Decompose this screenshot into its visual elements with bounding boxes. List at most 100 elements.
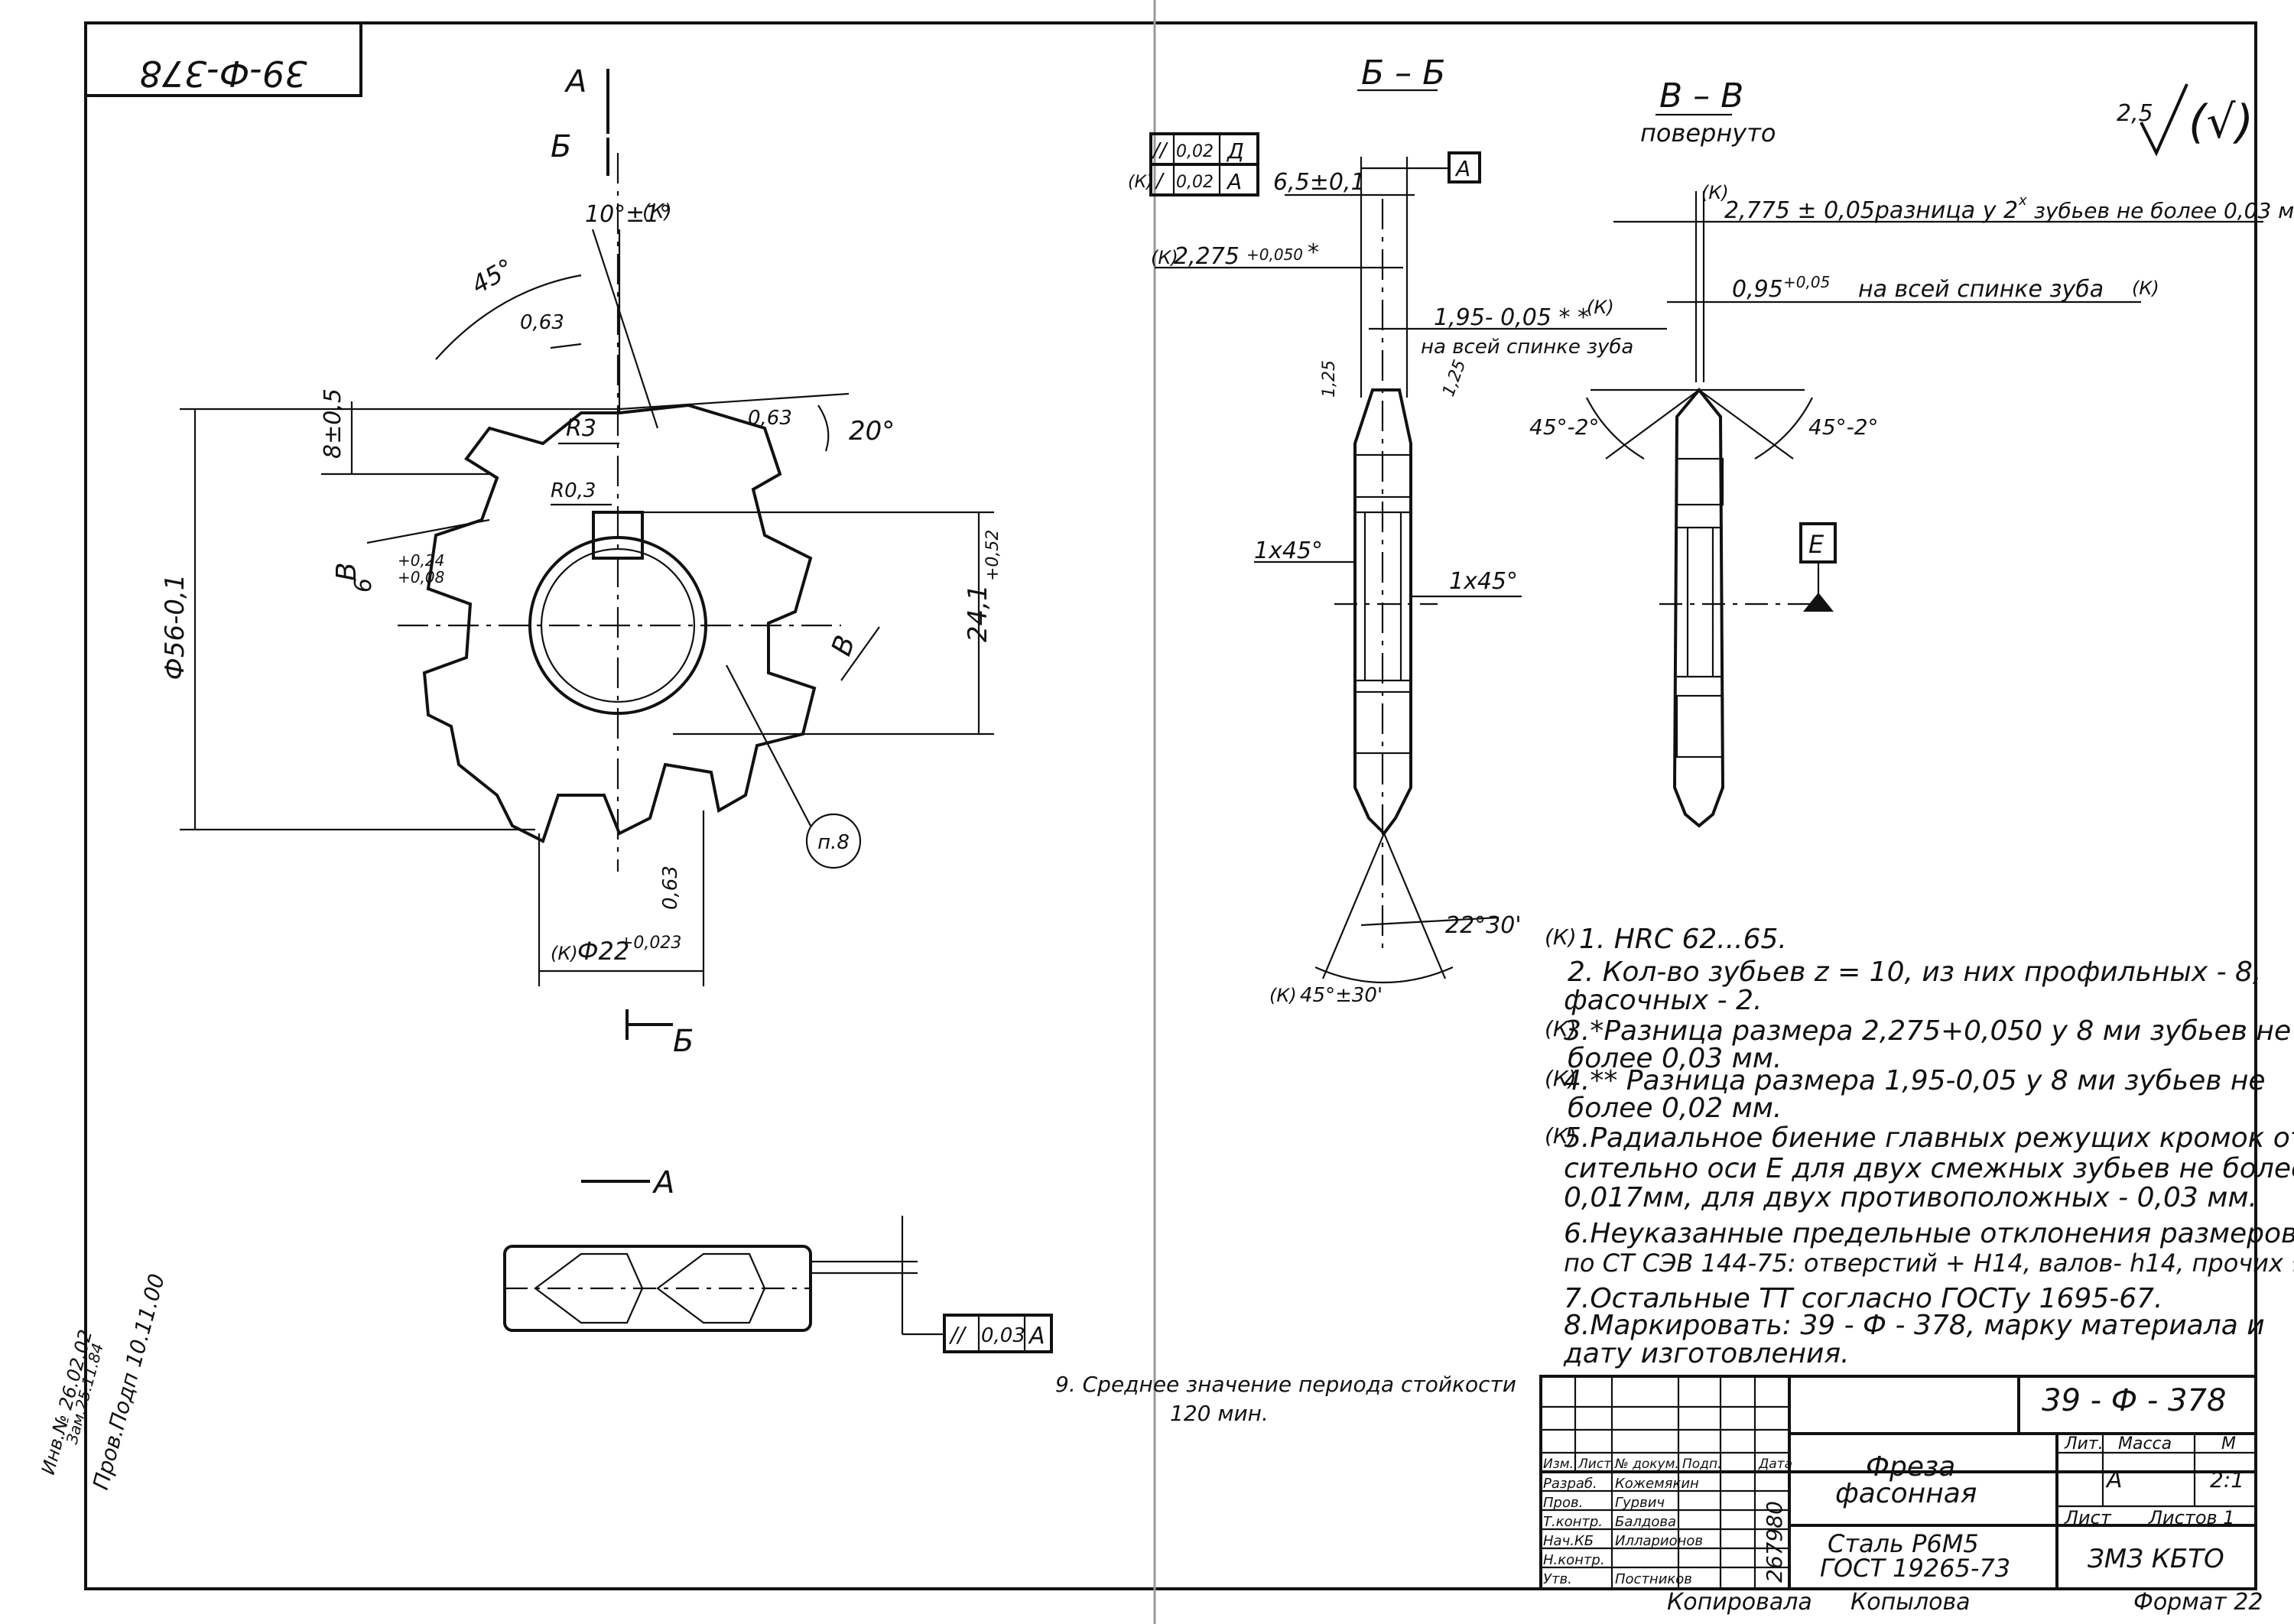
dim-6-5: 6,5±0,1 [1273, 169, 1366, 196]
dim-2775-sup: х [2018, 193, 2027, 209]
tb-role: Разраб. [1543, 1476, 1597, 1492]
note-line: 3.*Разница размера 2,275+0,050 у 8 ми зу… [1564, 1015, 2291, 1047]
note-ref-circle [805, 813, 862, 869]
tb-part-name-2: фасонная [1835, 1478, 1977, 1509]
section-bb-title: Б – Б [1361, 54, 1445, 93]
bore-circle-inner [540, 547, 696, 703]
title-block: Изм. Лист № докум. Подп. Дата Разраб. Ко… [1539, 1375, 2263, 1616]
angle-10: 10°±1° [585, 201, 671, 228]
dim-8: 8±0,5 [320, 388, 346, 459]
note-k: (К) [1545, 1016, 1577, 1041]
dim-24: 24,1 [963, 584, 993, 642]
radius-r3: R3 [566, 415, 596, 442]
dim-2275-star: * [1308, 239, 1319, 266]
note-line: 0,017мм, для двух противоположных - 0,03… [1564, 1182, 2257, 1213]
note-line: 7.Остальные ТТ согласно ГОСТу 1695-67. [1564, 1283, 2162, 1314]
dim-2775-tail: зубьев не более 0,03 мм [2034, 198, 2294, 223]
angle-45-k: (К) [1269, 985, 1297, 1006]
dim-2775: 2,775 ± 0,05разница у 2 [1724, 197, 2018, 224]
note-9-line2: 120 мин. [1170, 1401, 1269, 1426]
view-a-label-bottom: А [651, 1165, 674, 1200]
section-arrow-v-right: В [826, 632, 862, 660]
view-a-tol-symbol: // [948, 1322, 967, 1347]
note-9-line1: 9. Среднее значение периода стойкости [1055, 1372, 1516, 1397]
tb-material-1: Сталь Р6М5 [1828, 1529, 1979, 1558]
tb-role: Пров. [1543, 1495, 1583, 1511]
rough-063-top: 0,63 [520, 311, 564, 334]
dim-195-k: (К) [1587, 297, 1614, 318]
note-line: дату изготовления. [1563, 1338, 1850, 1369]
dim-2775-k: (К) [1701, 182, 1729, 203]
tb-copied-by: Копылова [1850, 1589, 1971, 1616]
rough-063-right: 0,63 [748, 407, 792, 430]
tb-col-header: Дата [1758, 1457, 1792, 1472]
note-ref: п.8 [817, 831, 850, 854]
drawing-number-rotated: 39-Ф-378 [139, 53, 307, 94]
rough-063-bottom: 0,63 [659, 866, 682, 910]
dim-095: 0,95 [1732, 276, 1783, 303]
section-vv-hatch-top [1675, 457, 1724, 506]
note-line: 8.Маркировать: 39 - Ф - 378, марку матер… [1564, 1310, 2265, 1341]
angle-45: 45° [466, 253, 518, 300]
rough-125-right: 1,25 [1439, 357, 1470, 399]
view-b-label-top: Б [551, 129, 571, 164]
note-line: сительно оси Е для двух смежных зубьев н… [1564, 1153, 2294, 1184]
note-k: (К) [1545, 924, 1577, 950]
view-a-tol-datum: А [1028, 1323, 1045, 1350]
tb-copied-label: Копировала [1667, 1589, 1812, 1616]
tb-sheet-label: Лист [2064, 1507, 2112, 1528]
section-vv: В – В повернуто (К) 2,775 ± 0,05разница … [1529, 76, 2294, 828]
bore-dim: Ф22 [577, 937, 629, 966]
keyway [592, 511, 644, 560]
dim-2275: 2,275 [1174, 243, 1240, 270]
tb-name: Балдова [1615, 1514, 1676, 1530]
tb-name: Кожемякин [1615, 1476, 1699, 1492]
dim-2275-k: (К) [1151, 247, 1178, 268]
bore-dim-tol: +0,023 [619, 934, 681, 953]
tb-format: Формат 22 [2133, 1589, 2263, 1616]
note-line: фасочных - 2. [1564, 985, 1762, 1016]
general-roughness: 2,5 (√) [2117, 83, 2253, 157]
view-a: А // 0,03 А [503, 1165, 1053, 1353]
section-bb-outline [1353, 388, 1412, 836]
tol-row2-symbol: / [1155, 170, 1165, 193]
datum-a-box: А [1454, 156, 1470, 181]
view-b-label-bottom: Б [673, 1024, 694, 1059]
note-line: 6.Неуказанные предельные отклонения разм… [1564, 1218, 2294, 1249]
tb-material-2: ГОСТ 19265-73 [1820, 1554, 2010, 1583]
dim-dia-56: Ф56-0,1 [160, 574, 190, 680]
tb-col-header: № докум. [1614, 1457, 1679, 1472]
dim-195: 1,95- 0,05 * * [1434, 304, 1589, 331]
note-line: более 0,02 мм. [1568, 1093, 1782, 1124]
tb-inventory: 267980 [1762, 1501, 1787, 1583]
datum-e: Е [1808, 530, 1824, 559]
tb-col-header: Подп. [1682, 1457, 1721, 1472]
note-line: 4.** Разница размера 1,95-0,05 у 8 ми зу… [1564, 1065, 2266, 1096]
tol-row1-datum: Д [1226, 138, 1244, 164]
chamfer-left: 1х45° [1254, 538, 1323, 564]
tb-scale-value: 2:1 [2210, 1467, 2244, 1492]
chamfer-right: 1х45° [1449, 568, 1518, 595]
angle-right: 45°-2° [1808, 414, 1879, 440]
tb-name: Постников [1615, 1571, 1692, 1587]
section-vv-title: В – В [1659, 76, 1743, 115]
tol-row1-value: 0,02 [1176, 142, 1214, 161]
note-k: (К) [1545, 1123, 1577, 1148]
dim-095-tol: +0,05 [1783, 273, 1830, 291]
angle-22: 22°30' [1445, 912, 1522, 939]
note-line: 5.Радиальное биение главных режущих кром… [1564, 1122, 2294, 1154]
tol-row2-k: (К) [1128, 173, 1153, 192]
drawing-number-stamp: 39-Ф-378 [84, 21, 362, 97]
tb-drawing-number: 39 - Ф - 378 [2042, 1383, 2226, 1418]
tb-part-name-1: Фреза [1866, 1451, 1955, 1483]
tb-name: Илларионов [1615, 1533, 1703, 1549]
tb-name: Гурвич [1615, 1495, 1665, 1511]
tb-lit-value: А [2105, 1466, 2123, 1493]
bore-dim-k: (К) [551, 943, 578, 964]
tb-role: Т.контр. [1543, 1514, 1603, 1530]
tol-row2-value: 0,02 [1176, 173, 1214, 192]
roughness-value: 2,5 [2117, 100, 2153, 127]
dim-6: 6 [350, 578, 377, 593]
angle-left: 45°-2° [1529, 414, 1600, 440]
tol-row2-datum: А [1226, 169, 1242, 194]
